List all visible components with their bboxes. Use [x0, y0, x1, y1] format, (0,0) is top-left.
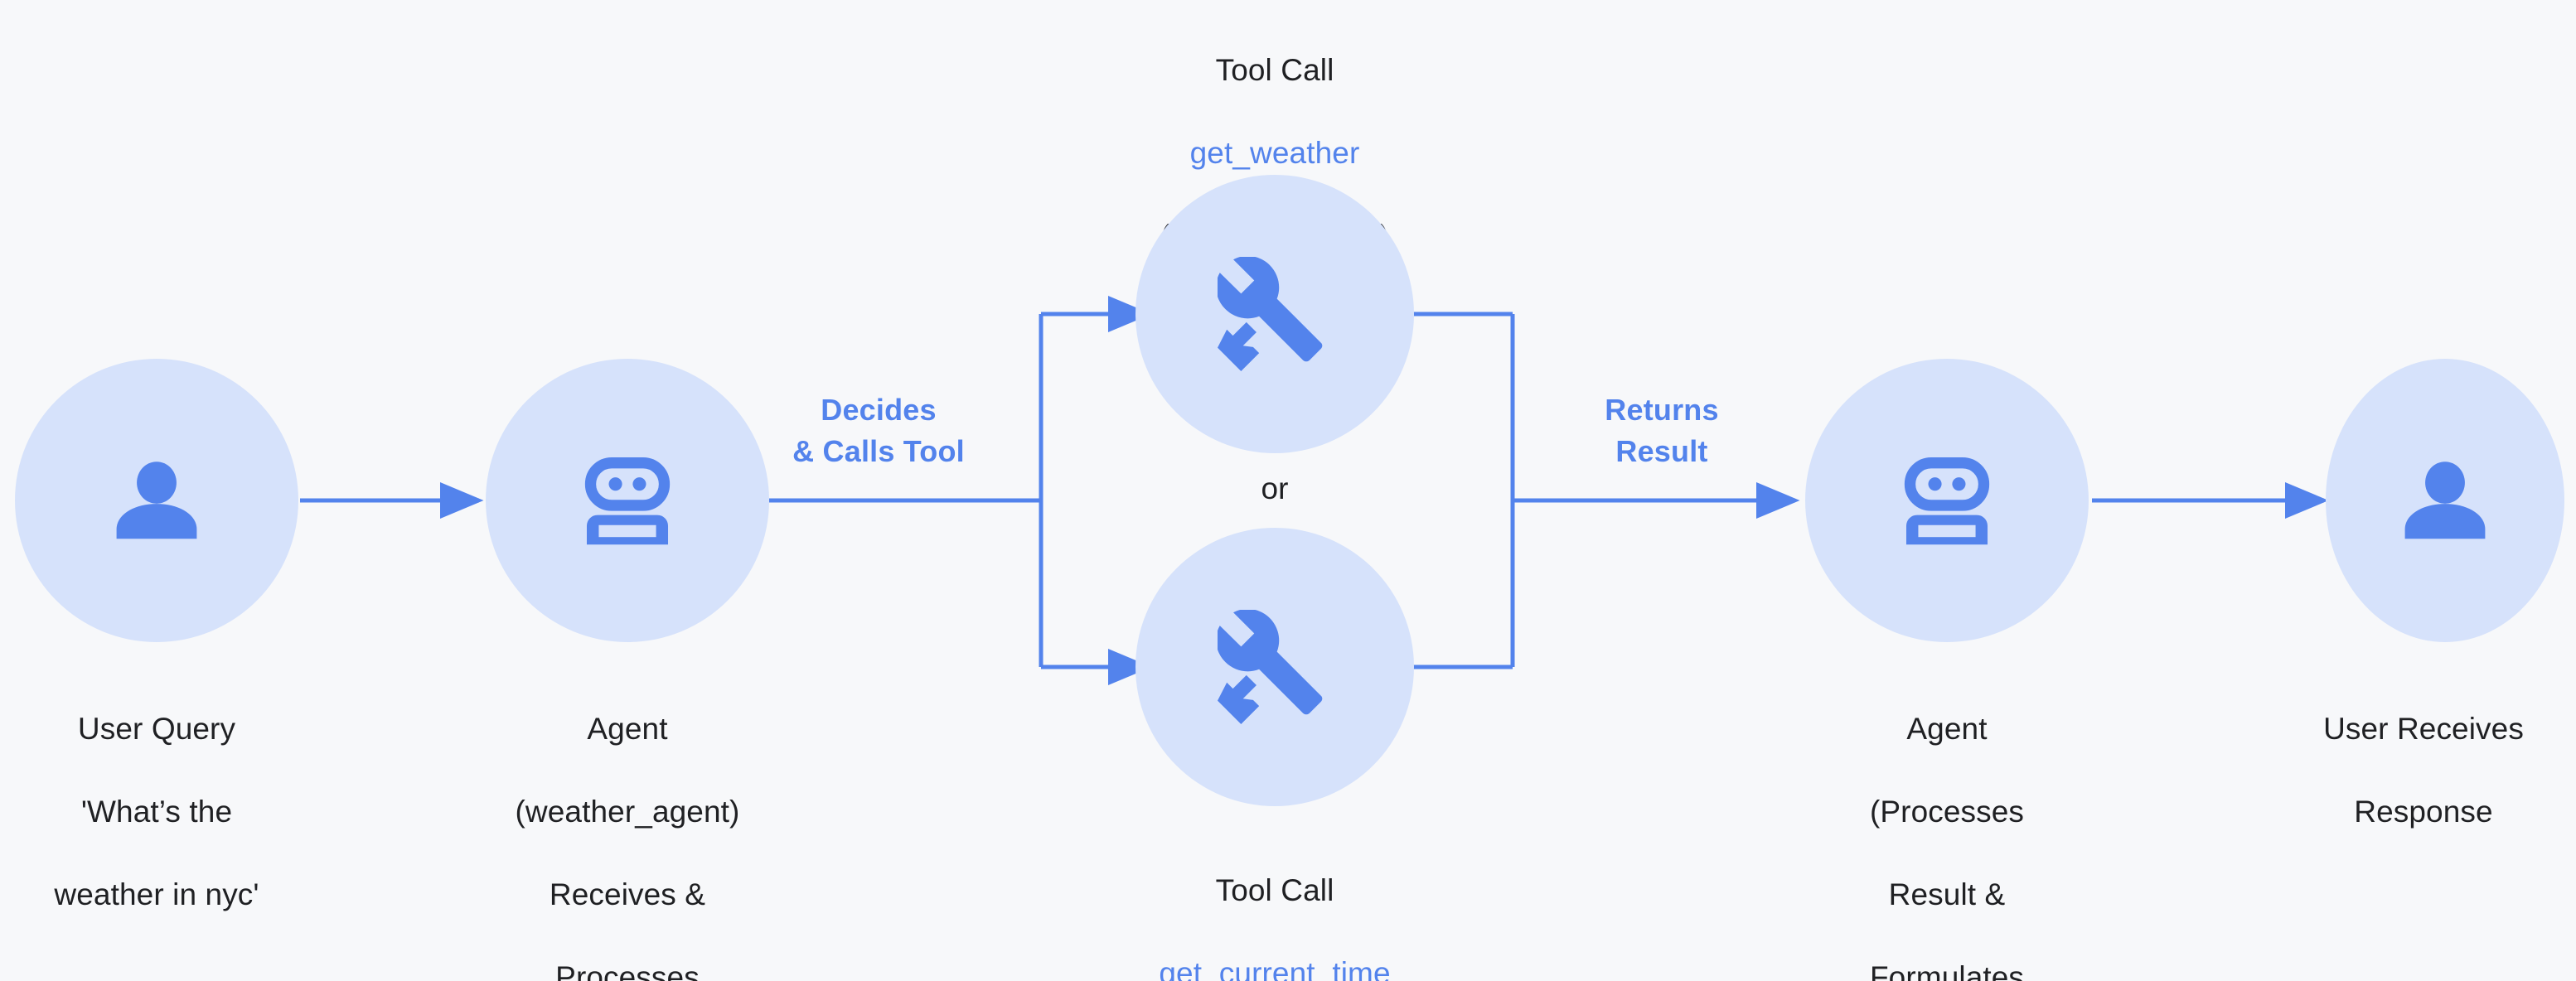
label-agent-receives: Agent (weather_agent) Receives & Process… [469, 667, 786, 981]
node-agent-receives[interactable] [486, 359, 769, 642]
label-user-query-line2: 'What’s the [80, 795, 233, 829]
edge-label-decides: Decides & Calls Tool [792, 393, 965, 468]
label-agent-formulates-line4: Formulates [1869, 960, 2025, 981]
label-agent-formulates-line2: (Processes [1869, 795, 2025, 829]
label-agent-formulates-line1: Agent [1906, 712, 1988, 746]
label-agent-formulates-line3: Result & [1888, 877, 2006, 911]
robot-icon [571, 444, 684, 557]
node-tool-call-weather[interactable] [1135, 175, 1414, 453]
node-agent-formulates[interactable] [1805, 359, 2089, 642]
robot-icon [1891, 444, 2003, 557]
label-user-query: User Query 'What’s the weather in nyc' [0, 667, 313, 957]
label-branch-separator: or [1261, 471, 1289, 505]
node-tool-call-time[interactable] [1135, 528, 1414, 806]
label-agent-formulates: Agent (Processes Result & Formulates Res… [1789, 667, 2105, 981]
node-user-query[interactable] [15, 359, 298, 642]
edge-label-returns: Returns Result [1605, 393, 1719, 468]
label-user-receives-line2: Response [2354, 795, 2493, 829]
label-user-receives-line1: User Receives [2323, 712, 2524, 746]
label-agent-receives-line1: Agent [587, 712, 668, 746]
label-tool-call-time: Tool Call get_current_time [1135, 829, 1414, 981]
person-icon [102, 446, 211, 555]
person-icon [2390, 446, 2500, 555]
label-tool-call-weather-line1: Tool Call [1215, 53, 1334, 87]
label-user-receives: User Receives Response [2271, 667, 2576, 874]
label-user-query-line1: User Query [77, 712, 236, 746]
label-agent-receives-line2: (weather_agent) [515, 795, 740, 829]
label-tool-call-weather-fn: get_weather [1189, 136, 1360, 170]
label-tool-call-time-fn: get_current_time [1159, 956, 1391, 981]
node-user-receives[interactable] [2326, 359, 2564, 642]
tools-icon [1218, 257, 1332, 371]
label-tool-call-time-line1: Tool Call [1215, 873, 1334, 907]
label-agent-receives-line4: Processes [555, 960, 700, 981]
tools-icon [1218, 610, 1332, 724]
label-user-query-line3: weather in nyc' [54, 877, 259, 911]
label-agent-receives-line3: Receives & [549, 877, 706, 911]
